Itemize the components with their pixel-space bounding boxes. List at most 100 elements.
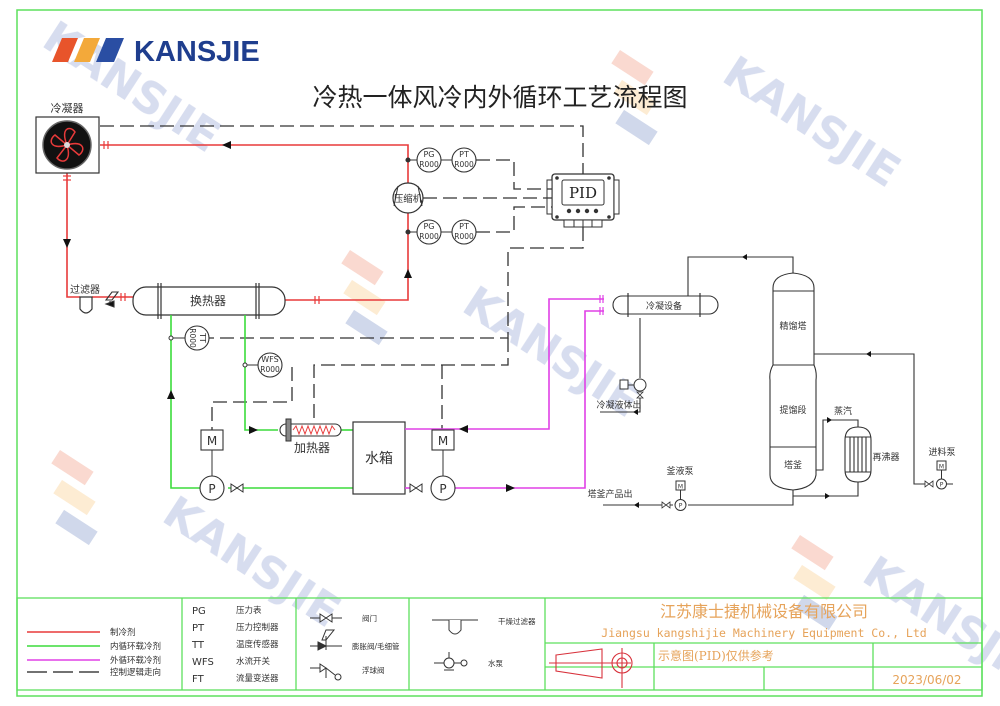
valve-icon [636,391,644,399]
abbr-meaning: 压力控制器 [236,622,279,633]
bottoms-pump: 釜液泵 M P [661,465,694,511]
fan-blades-icon [50,127,84,162]
flow-arrow-icon [825,493,830,499]
control-line [313,338,509,420]
valve-legend-label: 膨胀阀/毛细管 [352,641,400,651]
valve-icon [230,483,244,493]
feed-pump: 进料泵 M P [924,446,956,490]
flow-arrow-icon [63,239,71,248]
motor-label: M [207,434,217,448]
distillation-column [769,272,817,491]
column-bottom-label: 塔釜 [784,459,802,471]
control-line [211,367,293,430]
abbr-meaning: 温度传感器 [236,639,279,650]
instrument-code: R000 [454,160,474,169]
instrument-code: R000 [260,365,280,374]
abbreviation-legend: PG PT TT WFS FT 压力表 压力控制器 温度传感器 水流开关 流量变… [191,605,279,685]
pump-label: P [679,503,683,510]
diagram-title: 冷热一体风冷内外循环工艺流程图 [312,83,687,112]
heater: 加热器 [279,418,342,455]
water-pump-icon [434,652,468,671]
valve-icon [310,613,342,623]
component-legend-label: 水泵 [488,658,503,668]
outer-loop-line [454,310,604,489]
flow-arrow-icon [742,254,747,260]
instrument-code: R000 [419,232,439,241]
pump-label: P [208,482,215,496]
control-line [476,159,552,190]
valve-legend [310,613,342,681]
inner-loop-lines [170,315,353,489]
flow-arrow-icon [633,409,638,415]
reboiler-label: 再沸器 [872,451,899,463]
instrument-tag: PT [459,222,469,231]
component-legend [432,619,478,671]
flow-arrow-icon [634,502,639,508]
control-line [209,227,584,339]
abbr: FT [192,674,205,685]
component-legend-label: 干燥过滤器 [498,616,536,626]
instrument-tag: WFS [261,355,278,364]
control-line [100,125,584,174]
abbr: WFS [192,657,214,668]
pump-label: P [940,482,944,489]
valve-icon [924,480,934,488]
flow-arrow-icon [866,351,871,357]
brand-logo: KANSJIE [52,36,260,68]
instrument-tag: PG [423,222,434,231]
control-line [476,206,552,233]
condensing-unit: 冷凝设备 [612,293,719,317]
legend-label: 制冷剂 [110,627,136,638]
outer-loop-line [405,298,604,430]
reboiler [844,426,872,483]
refrigerant-lines [66,144,409,301]
expansion-valve-icon [310,629,342,651]
heat-exchanger-shell [132,286,286,316]
disclaimer-note: 示意图(PID)仅供参考 [658,648,774,663]
inner-loop-line [170,315,200,489]
valve-icon [661,501,671,509]
abbr: PT [192,623,205,634]
line-legend: 制冷剂 内循环载冷剂 外循环载冷剂 控制逻辑走向 [27,627,161,678]
bottoms-pump-label: 釜液泵 [666,465,693,477]
condenser-label: 冷凝器 [51,101,84,115]
refrigerant-line-top [100,144,409,301]
flow-arrow-icon [827,417,832,423]
outer-loop-lines [405,298,604,489]
abbr-meaning: 压力表 [236,605,262,616]
instrument-tt: TT R000 [168,325,210,351]
drawing-date: 2023/06/02 [892,673,961,687]
abbr-meaning: 水流开关 [236,656,271,667]
logo-stripe-yellow [74,38,100,62]
instrument-pg-lower: PG R000 [416,219,442,245]
flow-arrow-icon [506,484,515,492]
water-tank: 水箱 [352,421,406,495]
inner-loop-line [244,315,278,431]
projection-symbol-icon [549,648,633,688]
water-tank-label: 水箱 [365,451,393,467]
valve-icon [409,483,423,493]
legend-frame [16,597,983,691]
condenser-unit: 冷凝器 [35,101,100,174]
company-name-en: Jiangsu kangshijie Machinery Equipment C… [601,626,926,640]
rectifying-column-label: 精馏塔 [779,320,806,332]
abbr: PG [192,606,206,617]
flow-arrow-icon [222,141,231,149]
pid-label: PID [569,184,597,202]
drawing-frame [16,9,983,697]
valve-legend-label: 阀门 [362,614,377,623]
instrument-pt-upper: PT R000 [451,147,477,173]
instrument-code: R000 [454,232,474,241]
motor-label: M [678,484,683,491]
condensing-unit-label: 冷凝设备 [646,300,682,312]
refrigerant-flanges [63,141,320,304]
instrument-pt-lower: PT R000 [451,219,477,245]
stripping-section-label: 提馏段 [779,404,806,416]
instrument-wfs: WFS R000 [242,352,283,378]
dry-filter-icon [79,296,93,314]
company-name-cn: 江苏康士捷机械设备有限公司 [660,602,868,621]
legend-label: 内循环载冷剂 [110,641,161,652]
legend-label: 外循环载冷剂 [110,655,161,666]
filter-label: 过滤器 [70,283,100,296]
